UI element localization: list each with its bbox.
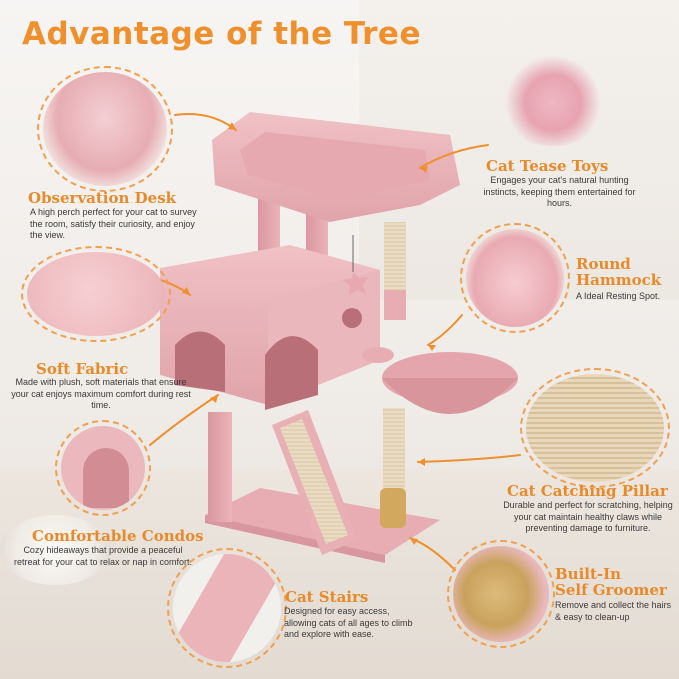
rug [0,515,110,585]
condo-door-left [175,331,225,392]
round-hammock-label-line2: Hammock [576,271,662,289]
page-title: Advantage of the Tree [22,16,421,52]
self-groomer-image [447,540,555,648]
condo-door-closeup [83,448,129,508]
round-hammock-image [460,223,570,333]
self-groomer-label-line1: Built-In [555,565,622,583]
observation-desk-label: Observation Desk [28,189,177,207]
comfortable-condos-desc: Cozy hideaways that provide a peaceful r… [13,545,193,567]
groomer-brush [380,488,406,528]
self-groomer-label-line2: Self Groomer [555,581,667,599]
cat-tease-toys-label: Cat Tease Toys [486,157,609,175]
comfortable-condos-image [55,420,151,516]
comfortable-condos-label: Comfortable Condos [32,527,204,545]
cat-tease-toys-desc: Engages your cat's natural hunting insti… [483,175,636,208]
cat-stairs-image [167,548,287,668]
sisal-pole-lower [383,408,405,490]
condo-door-right [265,336,318,410]
cat-catching-pillar-label: Cat Catching Pillar [507,482,668,500]
soft-fabric-image [21,246,171,342]
cat-catching-pillar-desc: Durable and perfect for scratching, help… [503,500,673,533]
soft-fabric-desc: Made with plush, soft materials that ens… [11,377,191,410]
cat-catching-pillar-image [520,368,670,488]
round-hammock-label-line1: Round [576,255,631,273]
post-left [208,412,232,522]
self-groomer-desc: Remove and collect the hairs & easy to c… [555,600,672,622]
round-hammock-desc: A Ideal Resting Spot. [576,291,661,301]
soft-fabric-label: Soft Fabric [36,360,129,378]
observation-desk-image [37,66,173,192]
cat-tease-toy-image [490,46,616,150]
observation-desk-desc: A high perch perfect for your cat to sur… [30,207,197,240]
cat-stairs-desc: Designed for easy access, allowing cats … [284,606,413,639]
hanging-toy [343,272,368,295]
cat-stairs-label: Cat Stairs [285,588,369,606]
sisal-pole-upper [384,222,406,312]
condo-porthole [342,308,362,328]
